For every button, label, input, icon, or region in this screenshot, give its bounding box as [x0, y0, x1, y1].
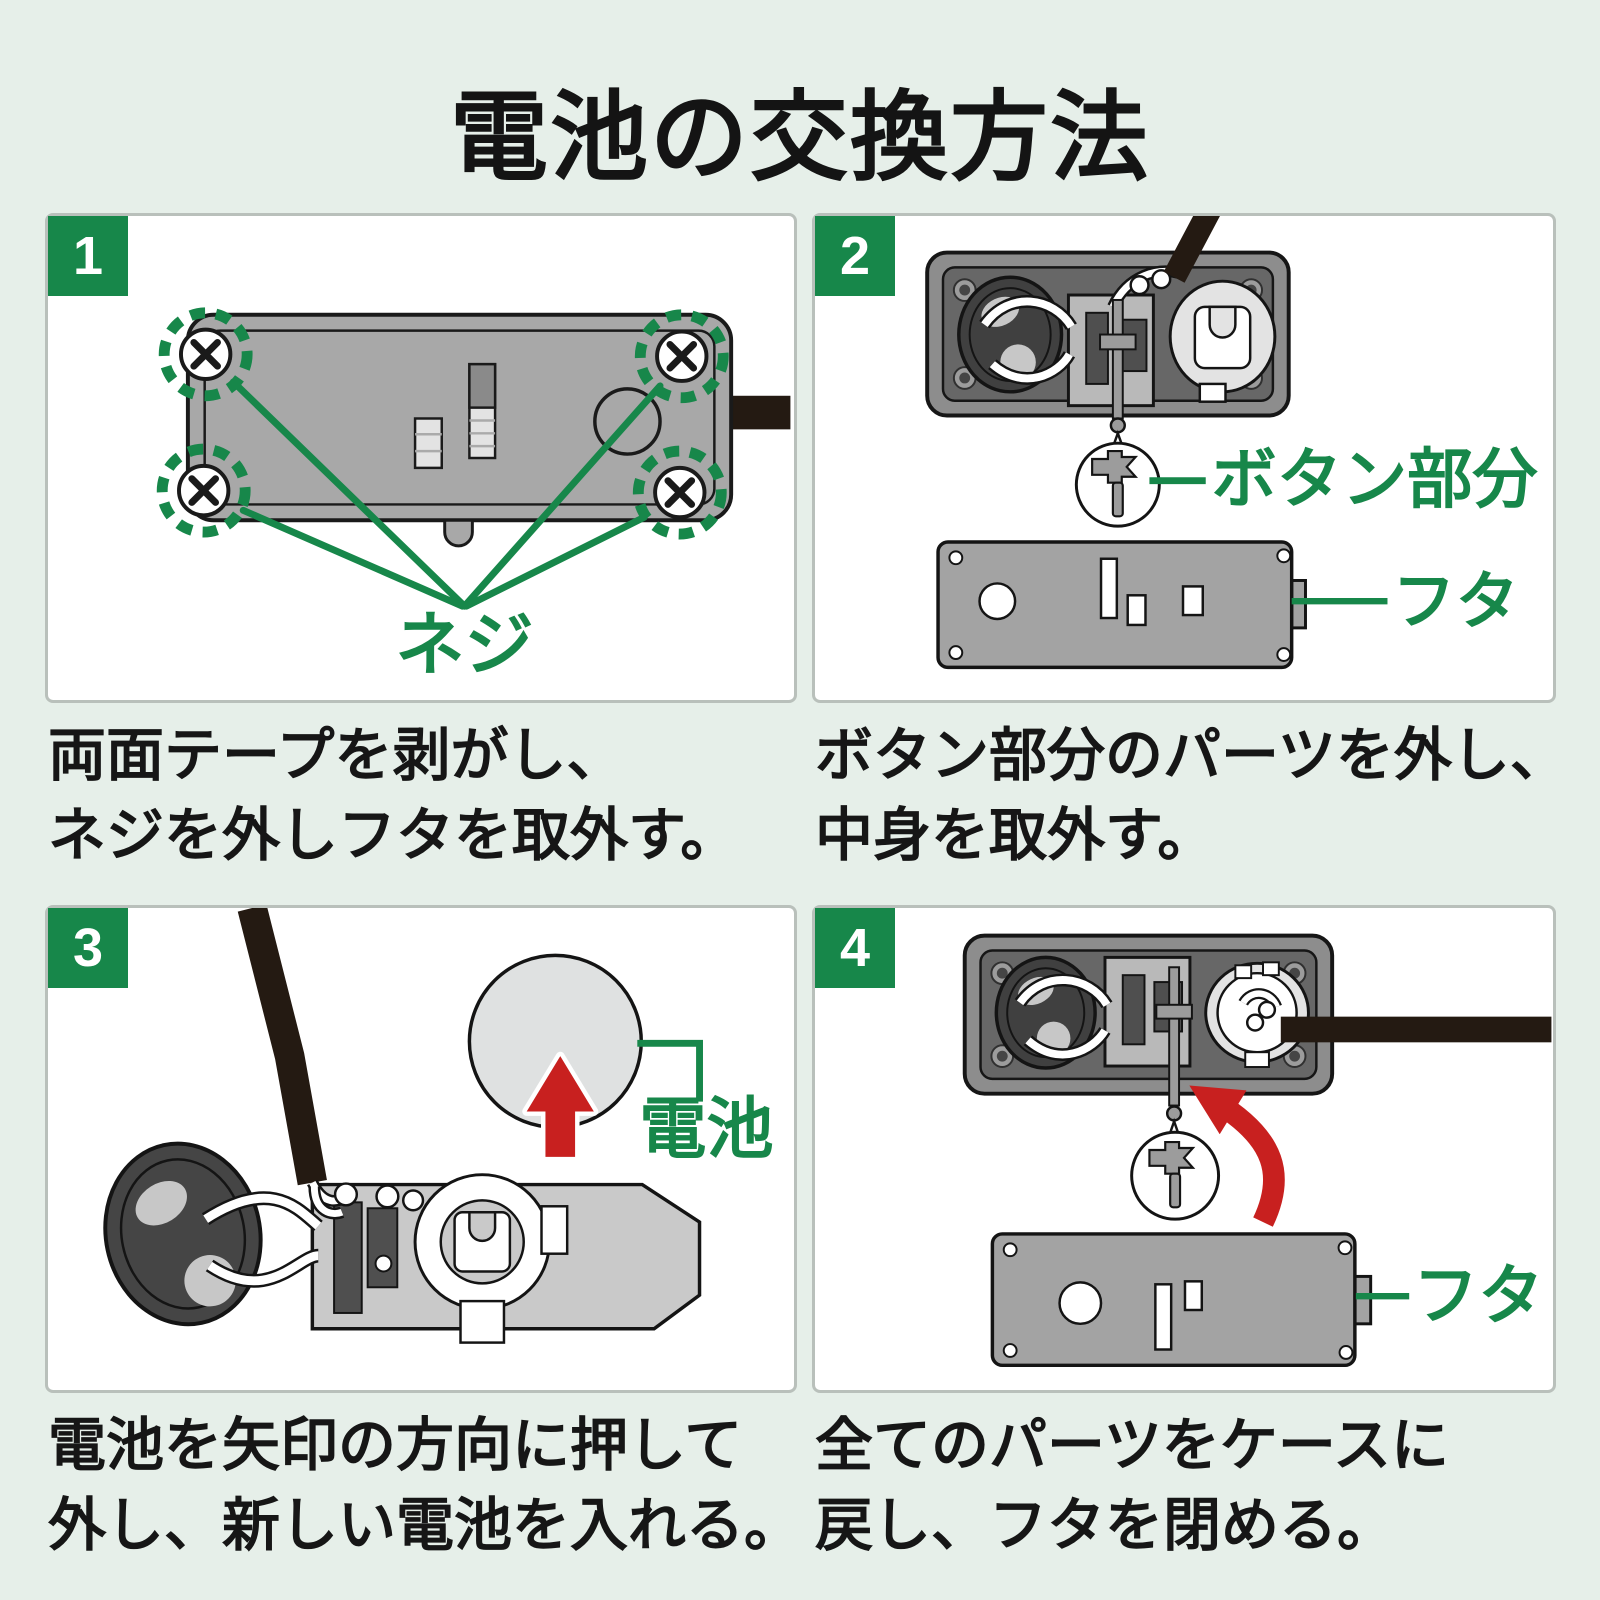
cable-icon — [237, 908, 327, 1186]
step4-caption: 全てのパーツをケースに 戻し、フタを閉める。 — [815, 1413, 1449, 1558]
screws-label: ネジ — [395, 605, 533, 683]
step3-illustration: 電池 — [103, 908, 774, 1344]
step2-illustration: ボタン部分 フタ — [925, 216, 1539, 670]
step4-badge: 4 — [815, 908, 895, 988]
button-part-label: ボタン部分 — [1212, 442, 1539, 515]
slider-switch-icon — [468, 362, 497, 460]
screw-icon — [177, 463, 231, 518]
step3-caption: 電池を矢印の方向に押して 外し、新しい電池を入れる。 — [48, 1413, 803, 1558]
screw-highlight-rings — [156, 307, 729, 540]
wires-to-cable — [307, 1179, 425, 1220]
lid-label: フタ — [1413, 1259, 1543, 1332]
step1-illustration: ネジ — [156, 307, 791, 683]
screw-icon — [655, 329, 709, 383]
remove-arrow-icon — [522, 1051, 599, 1162]
opened-device-illustration — [925, 216, 1291, 434]
step2-caption: ボタン部分のパーツを外し、 中身を取外す。 — [815, 723, 1568, 868]
battery-holder — [413, 1173, 569, 1344]
wires-to-cable — [1238, 988, 1282, 1032]
speaker-wires — [201, 1191, 323, 1288]
callout-bubble — [1074, 429, 1161, 528]
reassemble-arrow-icon — [1189, 1085, 1285, 1227]
button-shaft — [1099, 298, 1137, 434]
page-title: 電池の交換方法 — [449, 82, 1150, 192]
step3-badge: 3 — [48, 908, 128, 988]
label-leader-line — [637, 1039, 703, 1102]
screw-icon — [179, 327, 233, 381]
device-tab — [443, 518, 474, 548]
slider-switch-small-icon — [413, 417, 443, 470]
step1-badge: 1 — [48, 216, 128, 296]
speaker-icon — [103, 1141, 263, 1327]
lid-label: フタ — [1392, 567, 1518, 637]
speaker-wires — [979, 295, 1077, 385]
screw-leader-lines — [229, 378, 664, 610]
battery-label: 電池 — [639, 1092, 773, 1167]
lid-illustration — [990, 1232, 1373, 1368]
step2-badge: 2 — [815, 216, 895, 296]
opened-device-illustration — [962, 933, 1552, 1122]
step4-illustration: フタ — [962, 933, 1552, 1368]
screw-icon — [653, 465, 707, 520]
button-shaft — [1155, 966, 1193, 1122]
lid-illustration — [936, 540, 1307, 670]
cable-icon — [1280, 1016, 1552, 1043]
step1-caption: 両面テープを剥がし、 ネジを外しフタを取外す。 — [48, 723, 739, 868]
battery-holder — [1168, 279, 1277, 403]
step1-panel: 1 — [45, 213, 797, 703]
callout-bubble — [1130, 1117, 1221, 1221]
button-part-icon — [1148, 1140, 1196, 1209]
step3-panel: 3 電池 — [45, 905, 797, 1393]
round-button-icon — [593, 387, 662, 456]
step2-panel: 2 — [812, 213, 1556, 703]
cable-icon — [1163, 216, 1220, 283]
lid-tab — [1353, 1274, 1373, 1326]
circuit-board — [1066, 293, 1155, 408]
cable-icon — [729, 395, 791, 430]
step4-panel: 4 — [812, 905, 1556, 1393]
speaker-wires — [1014, 973, 1113, 1061]
button-part-icon — [1091, 449, 1139, 518]
screw-icons — [177, 327, 709, 520]
